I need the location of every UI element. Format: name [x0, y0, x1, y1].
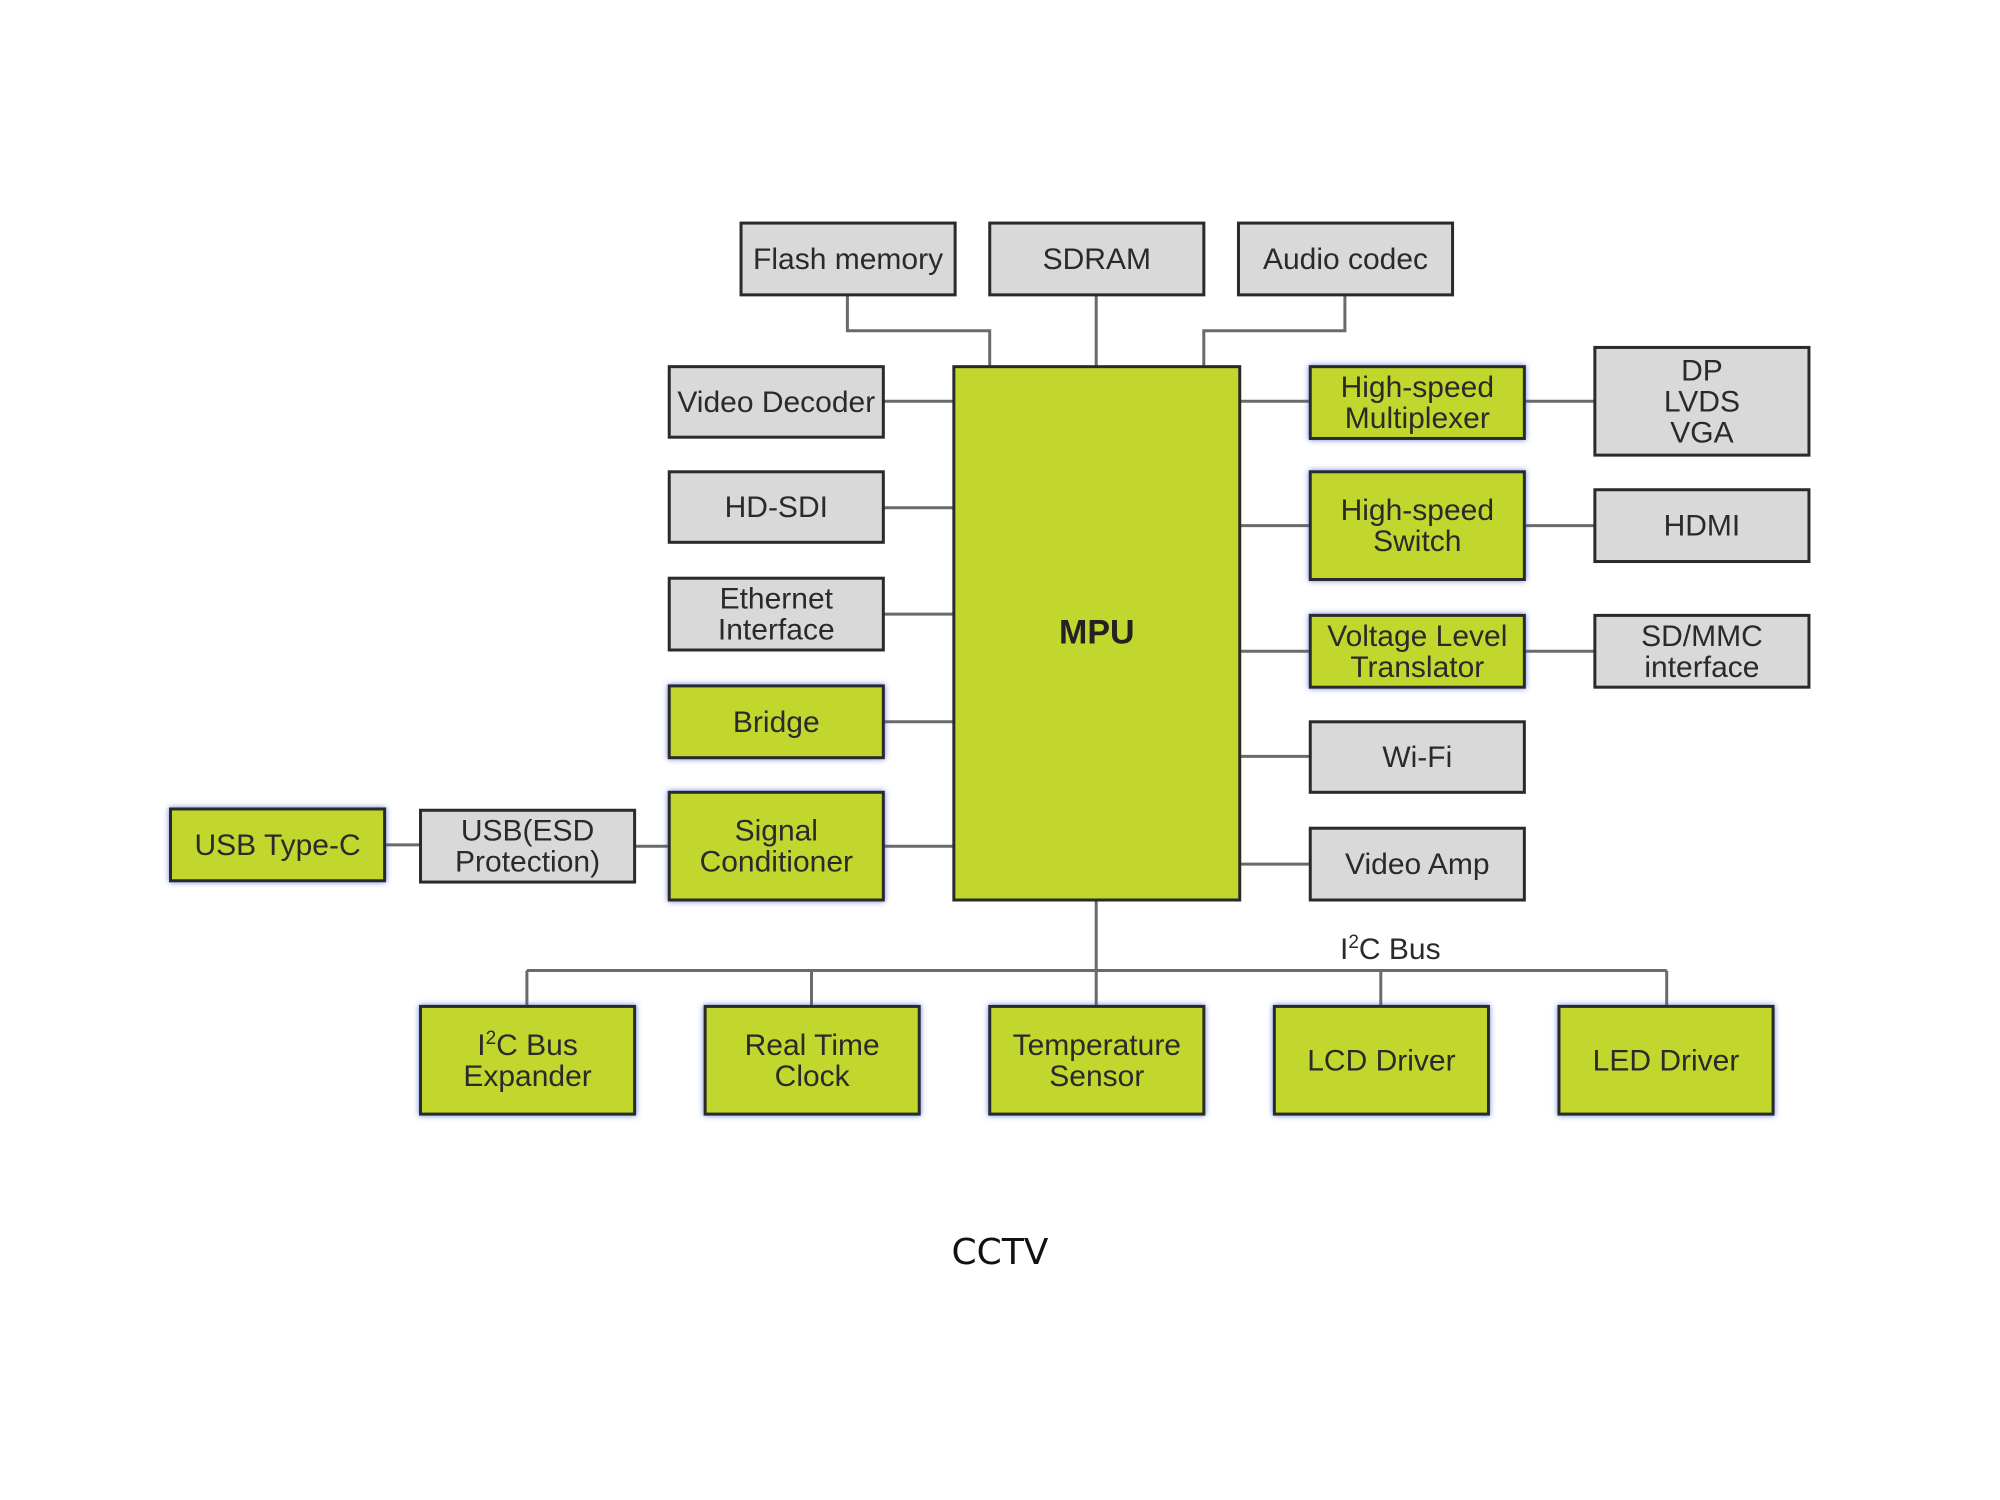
block-rect — [988, 221, 1206, 297]
block-label-line: DP — [1681, 354, 1723, 387]
block-label-line: Clock — [775, 1060, 851, 1093]
block-flash: Flash memory — [739, 221, 957, 297]
block-rect — [419, 808, 637, 884]
block-label-line: HDMI — [1664, 510, 1741, 543]
block-label-line: Video Amp — [1345, 848, 1490, 881]
block-rect — [952, 365, 1242, 902]
block-mpu: MPU — [952, 365, 1242, 902]
block-video-decoder: Video Decoder — [667, 365, 885, 439]
wire — [845, 294, 992, 367]
block-label-line: LCD Driver — [1307, 1044, 1455, 1077]
block-rect — [1557, 1004, 1775, 1116]
block-rect — [988, 1004, 1206, 1116]
block-rect — [667, 790, 885, 902]
block-label-line: High-speed — [1341, 371, 1494, 404]
block-hd-sdi: HD-SDI — [667, 470, 885, 544]
block-label-line: VGA — [1670, 416, 1733, 449]
block-rect — [419, 1004, 637, 1116]
block-label-line: SD/MMC — [1641, 620, 1763, 653]
block-label-line: Signal — [735, 815, 818, 848]
block-label-line: Interface — [718, 614, 835, 647]
block-rect — [739, 221, 957, 297]
block-label-line: USB Type-C — [194, 829, 360, 862]
block-label-line: Voltage Level — [1327, 620, 1507, 653]
block-label-line: Video Decoder — [677, 386, 875, 419]
block-rect — [1308, 826, 1526, 902]
diagram-caption: CCTV — [951, 1232, 1049, 1273]
block-label-line: HD-SDI — [725, 491, 828, 524]
block-label-line: Sensor — [1049, 1060, 1144, 1093]
block-label-line: Audio codec — [1263, 243, 1428, 276]
block-rect — [703, 1004, 921, 1116]
block-sdram: SDRAM — [988, 221, 1206, 297]
block-label-line: Temperature — [1013, 1029, 1181, 1062]
wire — [1202, 294, 1347, 367]
block-label-line: Real Time — [745, 1029, 880, 1062]
block-rect — [1593, 488, 1811, 564]
block-label-line: MPU — [1059, 613, 1135, 651]
block-label-line: High-speed — [1341, 494, 1494, 527]
block-label-line: interface — [1644, 651, 1759, 684]
block-rect — [1308, 470, 1526, 581]
block-rect — [667, 365, 885, 439]
block-rect — [1272, 1004, 1490, 1116]
block-label-line: LVDS — [1664, 385, 1740, 418]
block-usb-c: USB Type-C — [169, 807, 387, 883]
block-wifi: Wi-Fi — [1308, 720, 1526, 794]
block-audio: Audio codec — [1236, 221, 1455, 297]
block-label-line: Translator — [1350, 651, 1484, 684]
block-label-line: Switch — [1373, 525, 1461, 558]
block-label-line: Expander — [463, 1060, 591, 1093]
block-rect — [1593, 345, 1811, 457]
block-rect — [667, 576, 885, 652]
block-rect — [1308, 365, 1526, 440]
block-video-amp: Video Amp — [1308, 826, 1526, 902]
block-bridge: Bridge — [667, 684, 885, 760]
block-label-line: I2C Bus — [477, 1028, 578, 1062]
block-label-line: Multiplexer — [1345, 402, 1490, 435]
i2c-bus-label: I2C Bus — [1340, 932, 1441, 966]
block-rect — [1308, 720, 1526, 794]
block-rect — [1593, 613, 1811, 689]
block-label-line: SDRAM — [1043, 243, 1151, 276]
block-rect — [667, 684, 885, 760]
block-led: LED Driver — [1557, 1004, 1775, 1116]
block-label-line: Wi-Fi — [1382, 741, 1452, 774]
block-rect — [1236, 221, 1455, 297]
block-label-line: Flash memory — [753, 243, 943, 276]
block-label-line: LED Driver — [1593, 1044, 1740, 1077]
block-lcd: LCD Driver — [1272, 1004, 1490, 1116]
connection-wires — [384, 294, 1669, 1007]
block-label-line: USB(ESD — [461, 815, 594, 848]
block-label-line: Bridge — [733, 706, 820, 739]
block-rect — [169, 807, 387, 883]
block-label-line: Ethernet — [720, 583, 834, 616]
block-rect — [667, 470, 885, 544]
block-label-line: Conditioner — [700, 846, 853, 879]
block-label-line: Protection) — [455, 846, 600, 879]
block-hdmi: HDMI — [1593, 488, 1811, 564]
block-rect — [1308, 613, 1526, 689]
